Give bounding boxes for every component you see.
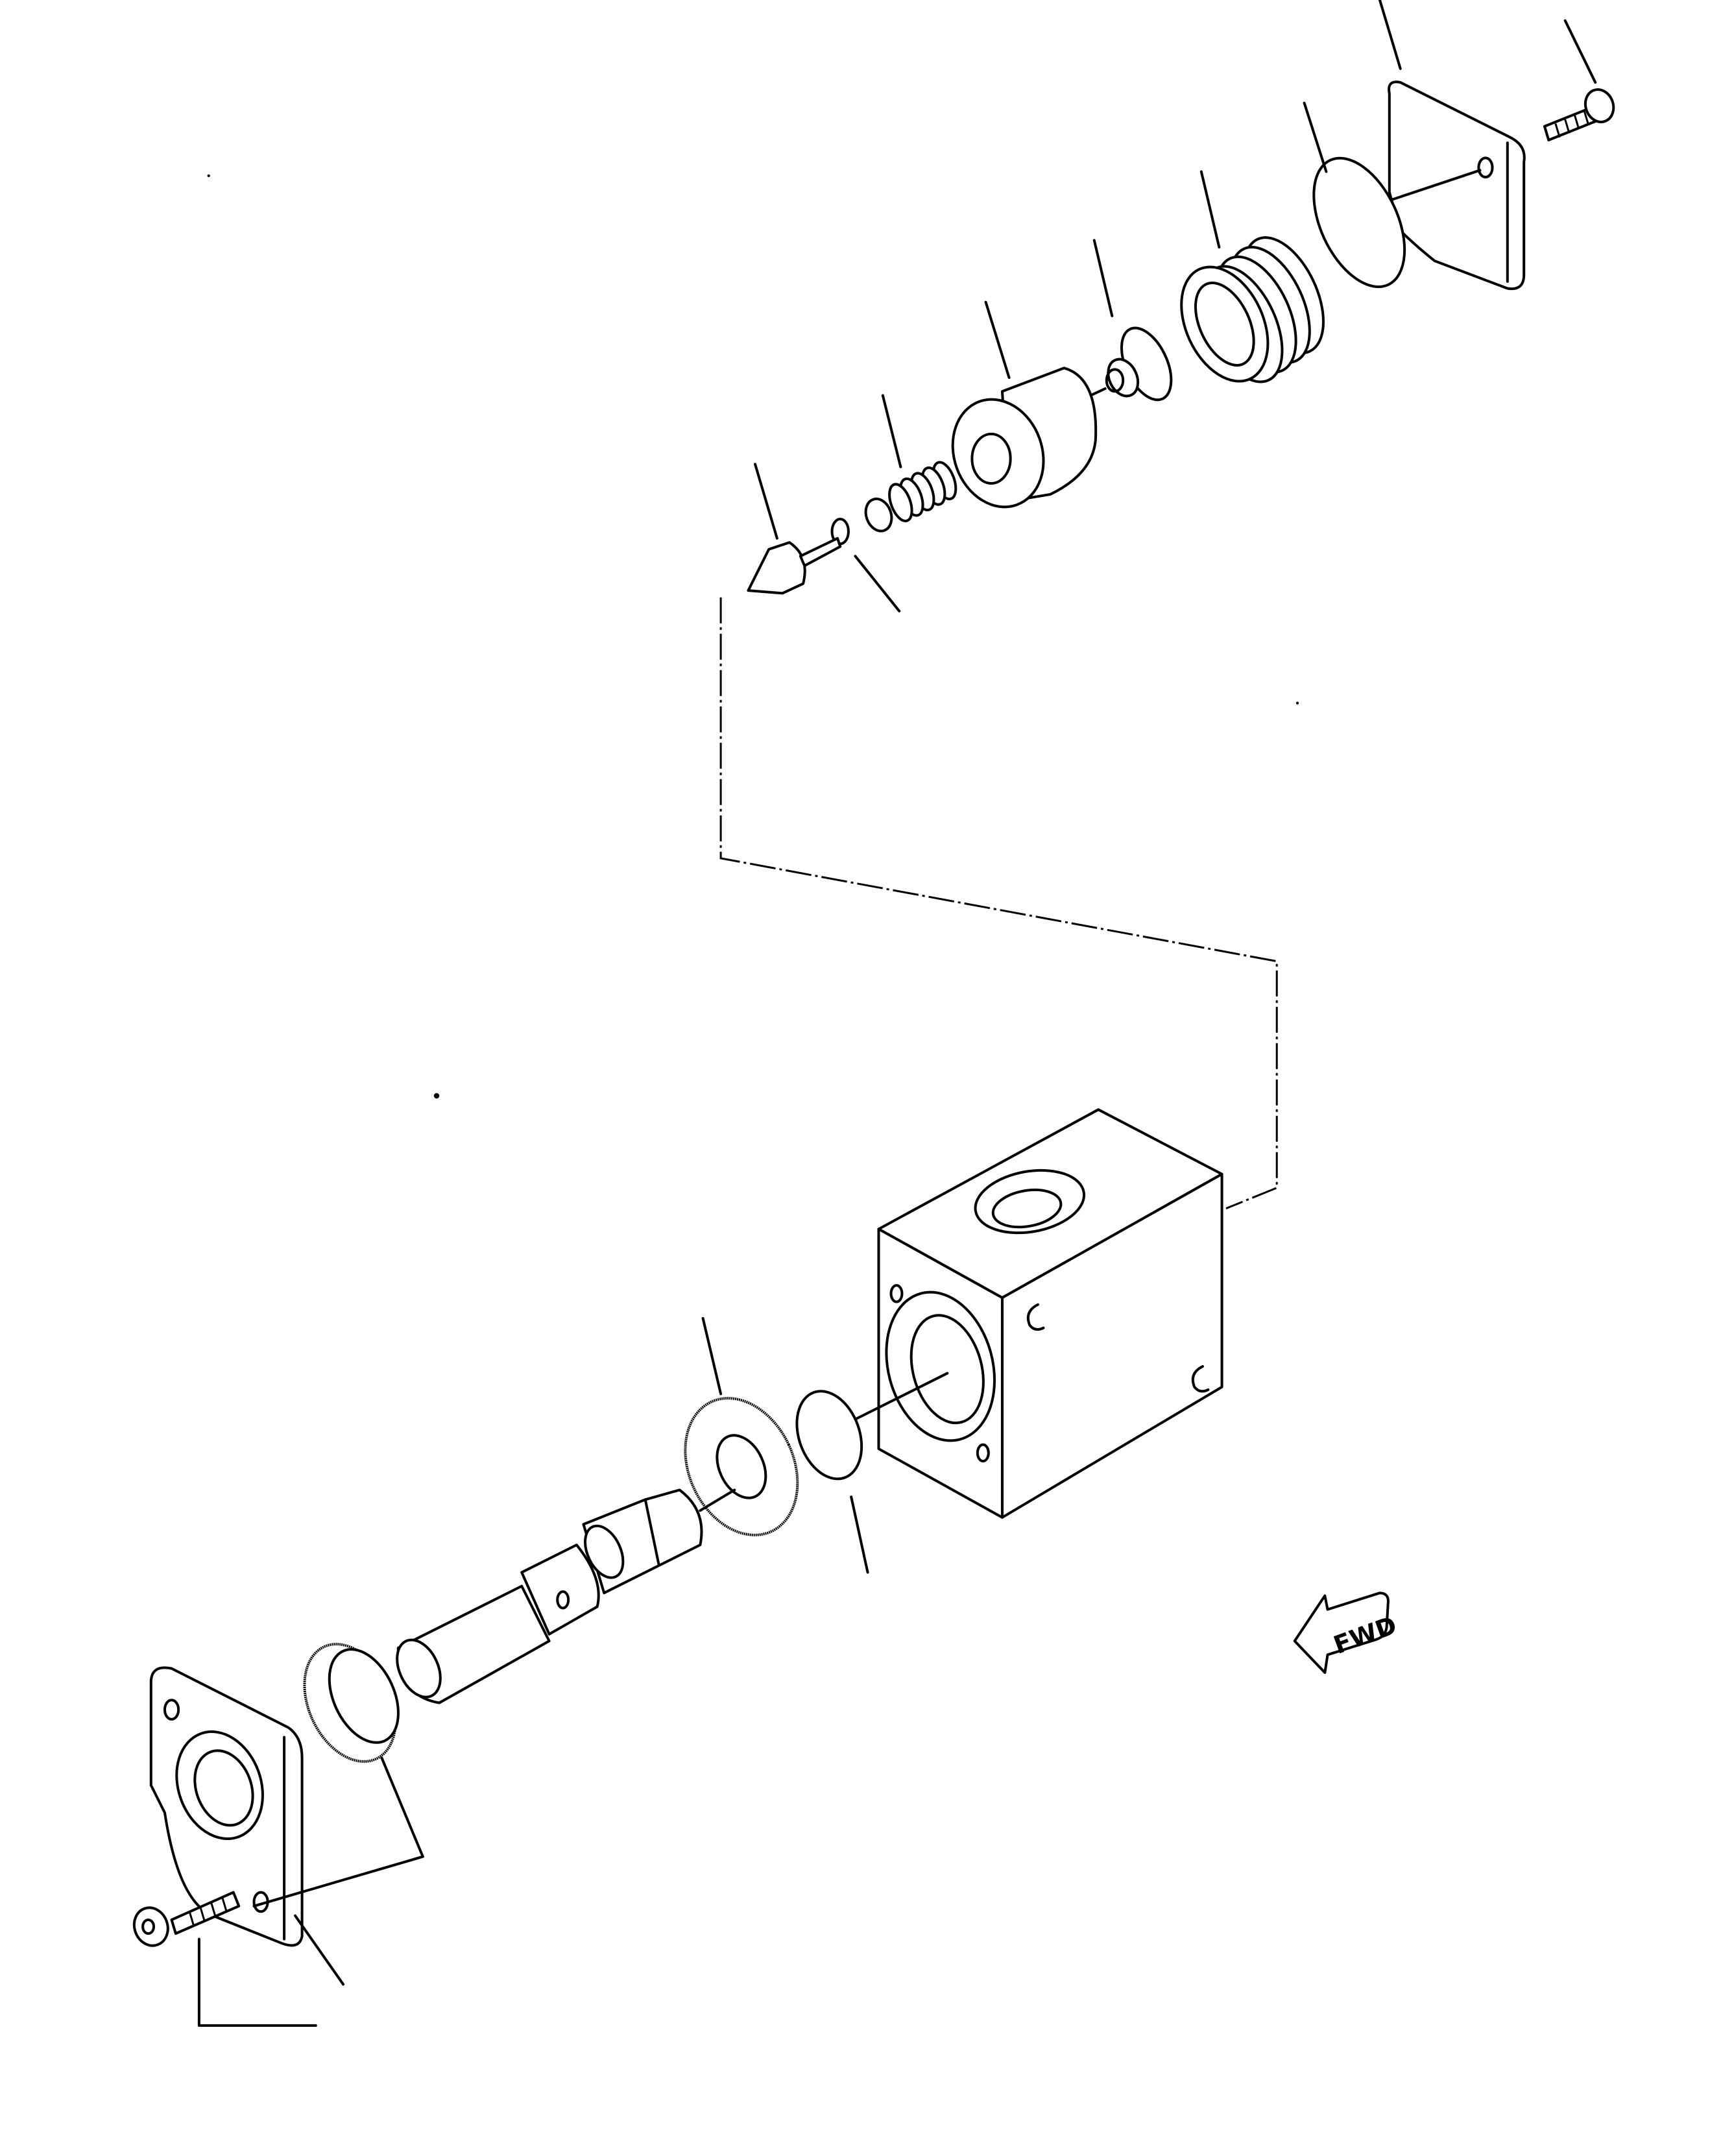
part-leader-lines [199,1758,423,2026]
cap-screw-top [1545,21,1618,140]
small-ring [832,519,900,611]
fwd-direction-marker: FWD [1295,1593,1401,1673]
poppet [748,464,840,593]
valve-body [871,1109,1222,1518]
main-spring [1164,172,1340,395]
cover-plate-top [1380,0,1524,289]
flange-plate-bottom [151,1667,302,1945]
seal-ring [287,1629,414,1776]
spool [389,1490,702,1704]
cap-screw-bottom [129,1893,239,1950]
assembly-leader-line [721,598,1277,1209]
arrow-left-icon [1295,1593,1388,1673]
spring-retainer [1094,240,1181,407]
piston-cup [938,302,1096,520]
o-ring-body [786,1382,873,1572]
o-ring-top [1295,103,1423,301]
backup-ring [664,1318,819,1553]
small-spring [861,396,960,535]
